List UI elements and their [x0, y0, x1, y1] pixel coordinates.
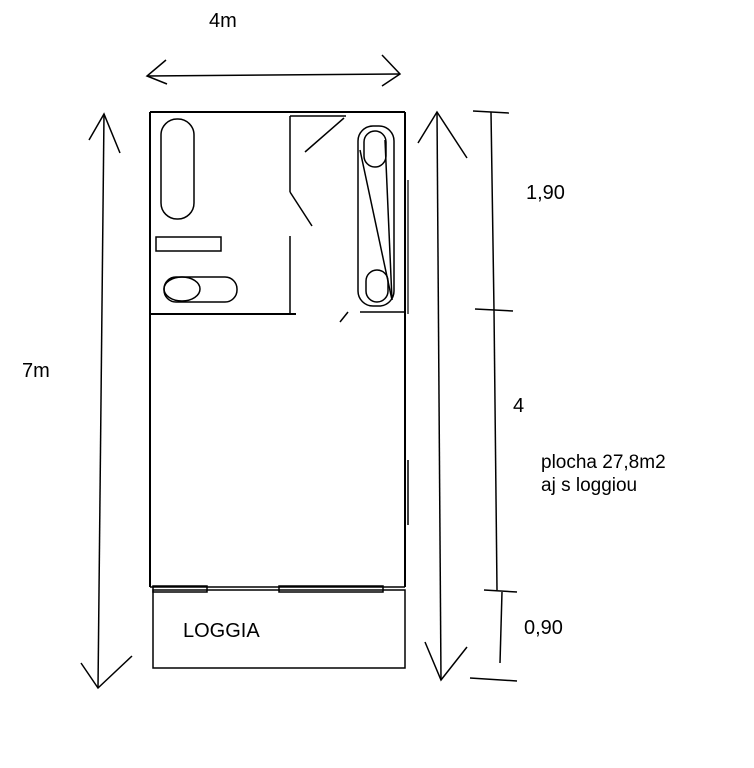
width-dimension-arrow — [145, 54, 402, 87]
wardrobe-fixture — [357, 125, 395, 307]
bottom-section-label: 0,90 — [524, 617, 563, 639]
width-label: 4m — [209, 10, 237, 32]
bathtub-fixture — [160, 118, 195, 220]
area-note-line1: plocha 27,8m2 — [541, 452, 666, 473]
area-note-line2: aj s loggiou — [541, 475, 638, 496]
internal-walls — [289, 115, 349, 323]
loggia-label: LOGGIA — [183, 620, 260, 642]
height-label: 7m — [22, 360, 50, 382]
height-dimension-arrow — [80, 112, 133, 690]
top-section-label: 1,90 — [526, 182, 565, 204]
toilet-fixture — [163, 276, 238, 303]
loggia-area — [152, 585, 406, 669]
right-dimension-arrow — [417, 110, 468, 682]
sink-counter-fixture — [155, 236, 222, 252]
section-dimension-line — [469, 110, 518, 682]
middle-section-label: 4 — [513, 395, 525, 417]
apartment-outline — [149, 111, 409, 588]
